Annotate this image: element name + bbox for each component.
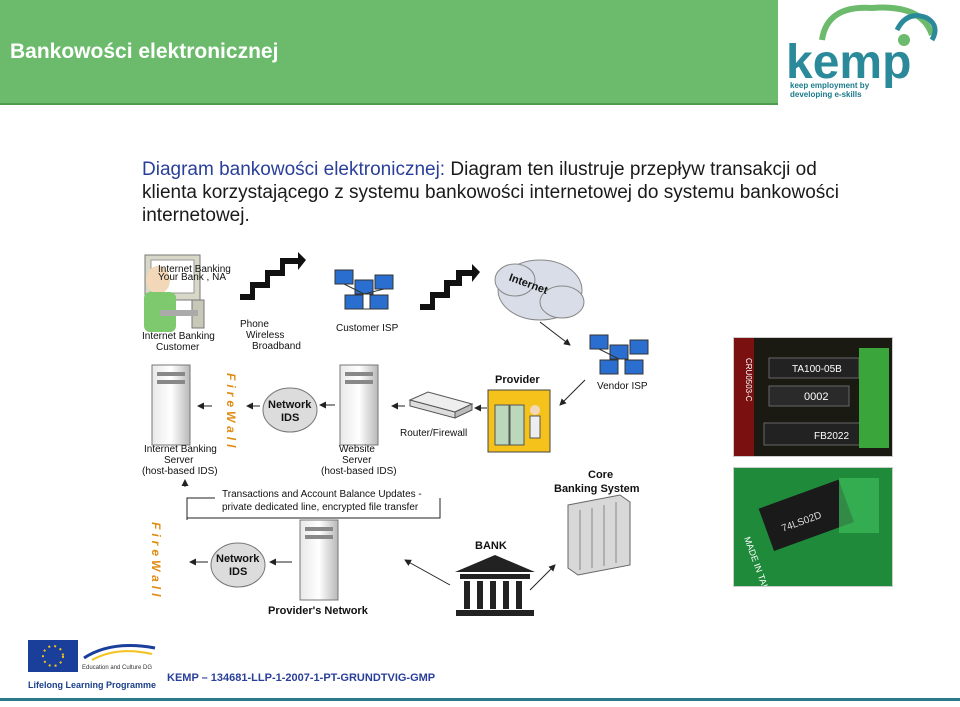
website-server-icon (339, 364, 379, 446)
banking-diagram: Internet Banking Your Bank , NA Internet… (142, 252, 649, 617)
core-banking-icon (567, 494, 631, 576)
isp-link-icon (420, 264, 480, 310)
transactions-label-1: Transactions and Account Balance Updates… (222, 489, 422, 500)
network-ids-icon-bottom (210, 542, 266, 588)
vendor-isp-icon (589, 334, 649, 375)
edu-culture-label: Education and Culture DG (82, 665, 153, 671)
logo-wordmark: kemp (786, 36, 911, 89)
ib-server-icon (151, 364, 191, 446)
phone-link-icon (240, 252, 306, 300)
intro-body: Diagram ten ilustruje przepływ transakcj… (142, 159, 839, 226)
project-code: KEMP – 134681-LLP-1-2007-1-PT-GRUNDTVIG-… (167, 672, 436, 684)
website-label-2: Server (342, 455, 372, 466)
ib-server-label-3: (host-based IDS) (142, 466, 218, 477)
monitor-text-1: Internet Banking (158, 264, 231, 275)
customer-isp-label: Customer ISP (336, 323, 399, 334)
side-label-1: CRU0503-C (744, 358, 753, 402)
router-label: Router/Firewall (400, 428, 467, 439)
ib-server-label-2: Server (164, 455, 194, 466)
phone-label-2: Wireless (246, 330, 284, 341)
bank-label: BANK (475, 540, 507, 552)
bank-icon (455, 555, 535, 616)
logo-tagline-1: keep employment by (790, 81, 870, 90)
arrow-vendor-provider (559, 379, 586, 406)
providers-network-label: Provider's Network (268, 605, 369, 617)
phone-label-1: Phone (240, 319, 269, 330)
chip-label-3: FB2022 (814, 431, 849, 442)
footer-line (0, 698, 960, 701)
provider-icon (487, 389, 551, 453)
customer-isp-icon (334, 269, 394, 310)
router-icon (408, 391, 474, 419)
customer-label-1: Internet Banking (142, 331, 215, 342)
ib-server-label-1: Internet Banking (144, 444, 217, 455)
edu-culture-logo (83, 644, 156, 661)
website-label-1: Website (339, 444, 375, 455)
network-ids-top-2: IDS (281, 412, 299, 424)
monitor-text-2: Your Bank , NA (158, 272, 226, 283)
intro-lead: Diagram bankowości elektronicznej: (142, 159, 446, 180)
phone-label-3: Broadband (252, 341, 301, 352)
chip-label-1: TA100-05B (792, 364, 842, 375)
kemp-logo: kemp (786, 4, 938, 89)
transactions-label-2: private dedicated line, encrypted file t… (222, 502, 419, 513)
logo-tagline: keep employment by developing e-skills (790, 81, 869, 99)
network-ids-bottom-1: Network (216, 553, 260, 565)
arrow-bank-network (404, 559, 451, 586)
header-band (0, 0, 778, 105)
intro-paragraph: Diagram bankowości elektronicznej: Diagr… (142, 158, 842, 227)
provider-label: Provider (495, 374, 540, 386)
arrow-internet-vendor (539, 321, 571, 346)
network-ids-bottom-2: IDS (229, 566, 247, 578)
line-transactions-left (186, 497, 215, 520)
eu-flag-icon (28, 640, 78, 672)
circuit-photo-bottom: 74LS02D MADE IN TAI (733, 467, 893, 587)
customer-icon (144, 254, 205, 332)
network-ids-icon-top (262, 387, 318, 433)
circuit-photo-top: TA100-05B 0002 FB2022 CRU0503-C (733, 337, 893, 457)
providers-network-server-icon (299, 519, 339, 601)
firewall-label-top: FireWall (224, 373, 238, 451)
vendor-isp-label: Vendor ISP (597, 381, 648, 392)
customer-label-2: Customer (156, 342, 200, 353)
website-label-3: (host-based IDS) (321, 466, 397, 477)
network-ids-top-1: Network (268, 399, 312, 411)
core-label-2: Banking System (554, 483, 640, 495)
internet-cloud-icon (494, 259, 585, 321)
line-transactions (187, 498, 441, 519)
firewall-label-bottom: FireWall (149, 522, 163, 600)
chip-label-2: 0002 (804, 391, 828, 403)
llp-label: Lifelong Learning Programme (28, 680, 157, 690)
logo-tagline-2: developing e-skills (790, 90, 862, 99)
core-label-1: Core (588, 469, 613, 481)
page-title: Bankowości elektronicznej (10, 40, 279, 63)
arrow-bank-core (529, 564, 556, 591)
